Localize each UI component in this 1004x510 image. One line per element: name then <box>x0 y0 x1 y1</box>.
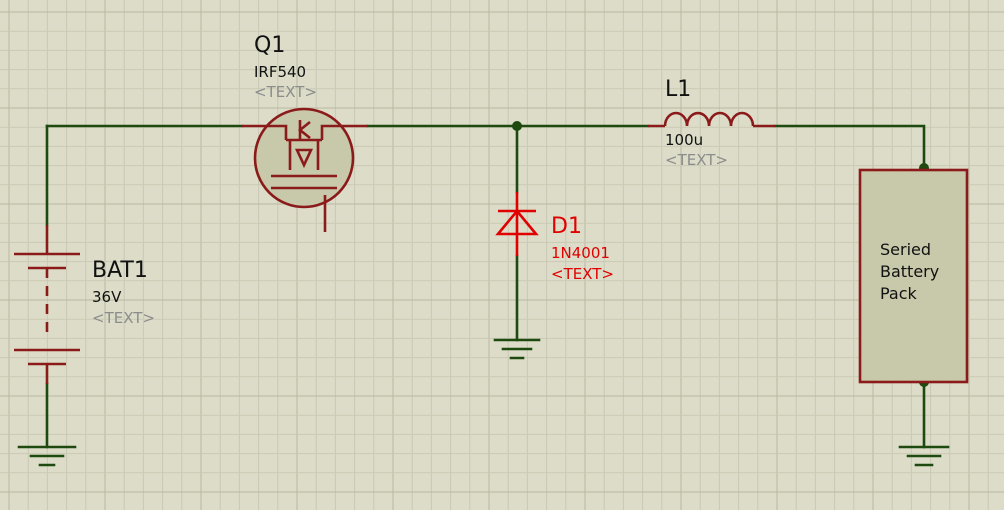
junction-dot <box>512 121 522 131</box>
bat1-value-label: 36V <box>92 288 122 306</box>
pack-label-line-2: Battery <box>880 262 939 281</box>
wires <box>45 121 929 449</box>
diode-d1[interactable] <box>495 192 539 256</box>
d1-text-label: <TEXT> <box>551 265 614 283</box>
pack-label-line-3: Pack <box>880 284 918 303</box>
diode-icon <box>495 192 539 256</box>
inductor-l1[interactable] <box>648 111 775 128</box>
bat1-ref-label: BAT1 <box>92 258 148 283</box>
ground-diode <box>493 338 541 360</box>
pack-label-line-1: Seried <box>880 240 931 259</box>
wire-l1-to-pack <box>773 124 926 170</box>
ground-battery <box>17 445 77 467</box>
q1-text-label: <TEXT> <box>254 83 317 101</box>
n-mosfet-icon <box>242 107 368 232</box>
battery-pack-body <box>858 168 969 384</box>
l1-text-label: <TEXT> <box>665 151 728 169</box>
l1-value-label: 100u <box>665 131 703 149</box>
battery-pack-block[interactable]: Seried Battery Pack <box>858 168 969 384</box>
ground-pack <box>898 445 950 467</box>
battery-icon <box>14 225 80 384</box>
q1-ref-label: Q1 <box>254 33 285 58</box>
l1-ref-label: L1 <box>665 77 691 102</box>
mosfet-q1[interactable] <box>242 107 368 232</box>
d1-value-label: 1N4001 <box>551 244 610 262</box>
d1-ref-label: D1 <box>551 214 582 239</box>
battery-bat1[interactable] <box>14 225 80 384</box>
bat1-text-label: <TEXT> <box>92 309 155 327</box>
inductor-icon <box>648 111 775 128</box>
q1-value-label: IRF540 <box>254 63 306 81</box>
